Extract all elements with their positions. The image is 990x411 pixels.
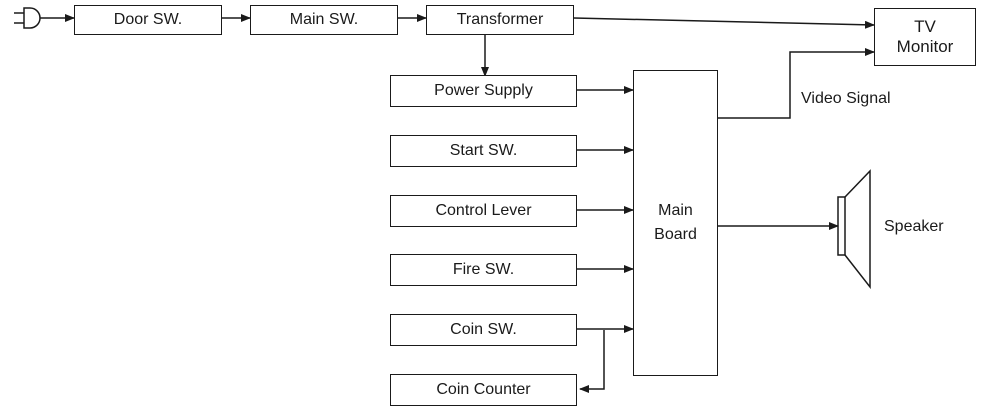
line-board-tv xyxy=(718,48,875,119)
power-plug-icon xyxy=(14,7,41,29)
tv-monitor-block: TV Monitor xyxy=(874,8,976,66)
door-sw-block: Door SW. xyxy=(74,5,222,35)
transformer-block: Transformer xyxy=(426,5,574,35)
line-coin-counter xyxy=(579,330,605,393)
coin-sw-block: Coin SW. xyxy=(390,314,577,346)
speaker-icon xyxy=(837,169,871,290)
speaker-label: Speaker xyxy=(884,218,944,235)
main-board-block: Main Board xyxy=(633,70,718,376)
control-lever-block: Control Lever xyxy=(390,195,577,227)
main-sw-block: Main SW. xyxy=(250,5,398,35)
power-supply-block: Power Supply xyxy=(390,75,577,107)
fire-sw-block: Fire SW. xyxy=(390,254,577,286)
coin-counter-block: Coin Counter xyxy=(390,374,577,406)
start-sw-block: Start SW. xyxy=(390,135,577,167)
video-signal-label: Video Signal xyxy=(801,90,891,107)
line-transformer-tv xyxy=(573,17,875,29)
